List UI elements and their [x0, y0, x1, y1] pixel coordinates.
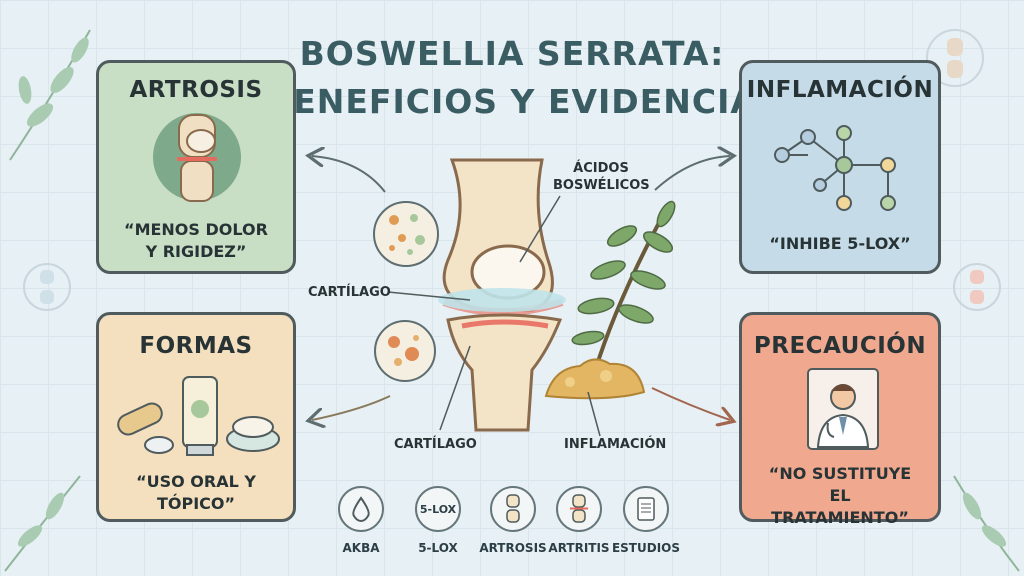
5-lox-icon: 5-LOX [415, 486, 461, 532]
particle-bubble-icon [373, 201, 439, 267]
bottom-label-artrosis: ARTROSIS [479, 541, 547, 555]
card-inflamacion-quote: “INHIBE 5-LOX” [769, 234, 911, 253]
arrow-to-precaucion [651, 387, 730, 420]
cell-bubble-icon [374, 320, 436, 382]
doctor-icon [807, 368, 879, 450]
arrow-to-inflamacion [654, 156, 730, 191]
card-formas: FORMAS “USO ORAL Y TÓPICO” [96, 312, 296, 522]
card-artrosis-quote: “MENOS DOLOR Y RIGIDEZ” [124, 220, 268, 261]
card-formas-quote: “USO ORAL Y TÓPICO” [136, 472, 256, 513]
joint-watermark-left-icon [23, 263, 71, 311]
joint-watermark-top-right-icon [926, 29, 984, 87]
resin-icon [544, 358, 646, 400]
card-artrosis: ARTROSIS “MENOS DOLOR Y RIGIDEZ” [96, 60, 296, 274]
bottom-label-5lox: 5-LOX [418, 541, 458, 555]
bottom-item-akba [333, 486, 389, 532]
card-formas-heading: FORMAS [139, 333, 253, 359]
document-icon [623, 486, 669, 532]
label-cartilago-bottom: CARTÍLAGO [394, 437, 477, 452]
bottom-item-5lox: 5-LOX [410, 486, 466, 532]
knee-icon [490, 486, 536, 532]
label-cartilago-top: CARTÍLAGO [308, 285, 391, 300]
leaf-decoration-bottom-right-icon [953, 475, 1020, 572]
label-inflamacion: INFLAMACIÓN [564, 437, 667, 452]
inflamed-joint-icon [556, 486, 602, 532]
leaf-decoration-left-icon [9, 29, 91, 161]
molecular-pathway-icon [774, 125, 896, 211]
card-precaucion: PRECAUCIÓN “NO SUSTITUYE EL TRATAMIENTO” [739, 312, 941, 527]
card-precaucion-heading: PRECAUCIÓN [753, 333, 927, 359]
knee-illustration [438, 158, 566, 432]
bottom-label-estudios: ESTUDIOS [611, 541, 681, 555]
drop-icon [338, 486, 384, 532]
knee-joint-icon [153, 113, 241, 202]
bottom-item-artrosis [485, 486, 541, 532]
card-artrosis-heading: ARTROSIS [129, 77, 263, 103]
card-precaucion-quote: “NO SUSTITUYE EL TRATAMIENTO” [768, 464, 912, 527]
joint-watermark-right-icon [953, 263, 1001, 311]
bottom-label-akba: AKBA [342, 541, 380, 555]
bottom-item-estudios [618, 486, 674, 532]
arrow-to-artrosis [312, 156, 386, 193]
card-inflamacion: INFLAMACIÓN “INHIBE 5-LOX” [739, 60, 941, 274]
leaf-decoration-bottom-left-icon [4, 475, 81, 572]
page-title-line1: BOSWELLIA SERRATA: [299, 34, 725, 73]
card-inflamacion-heading: INFLAMACIÓN [746, 77, 934, 103]
label-acidos-boswelicos: ÁCIDOS BOSWÉLICOS [553, 161, 650, 193]
pills-cream-icon [117, 376, 280, 456]
arrow-to-formas [312, 395, 391, 420]
bottom-label-artritis: ARTRITIS [548, 541, 610, 555]
page-title-line2: BENEFICIOS Y EVIDENCIA [267, 82, 757, 121]
bottom-item-artritis [551, 486, 607, 532]
